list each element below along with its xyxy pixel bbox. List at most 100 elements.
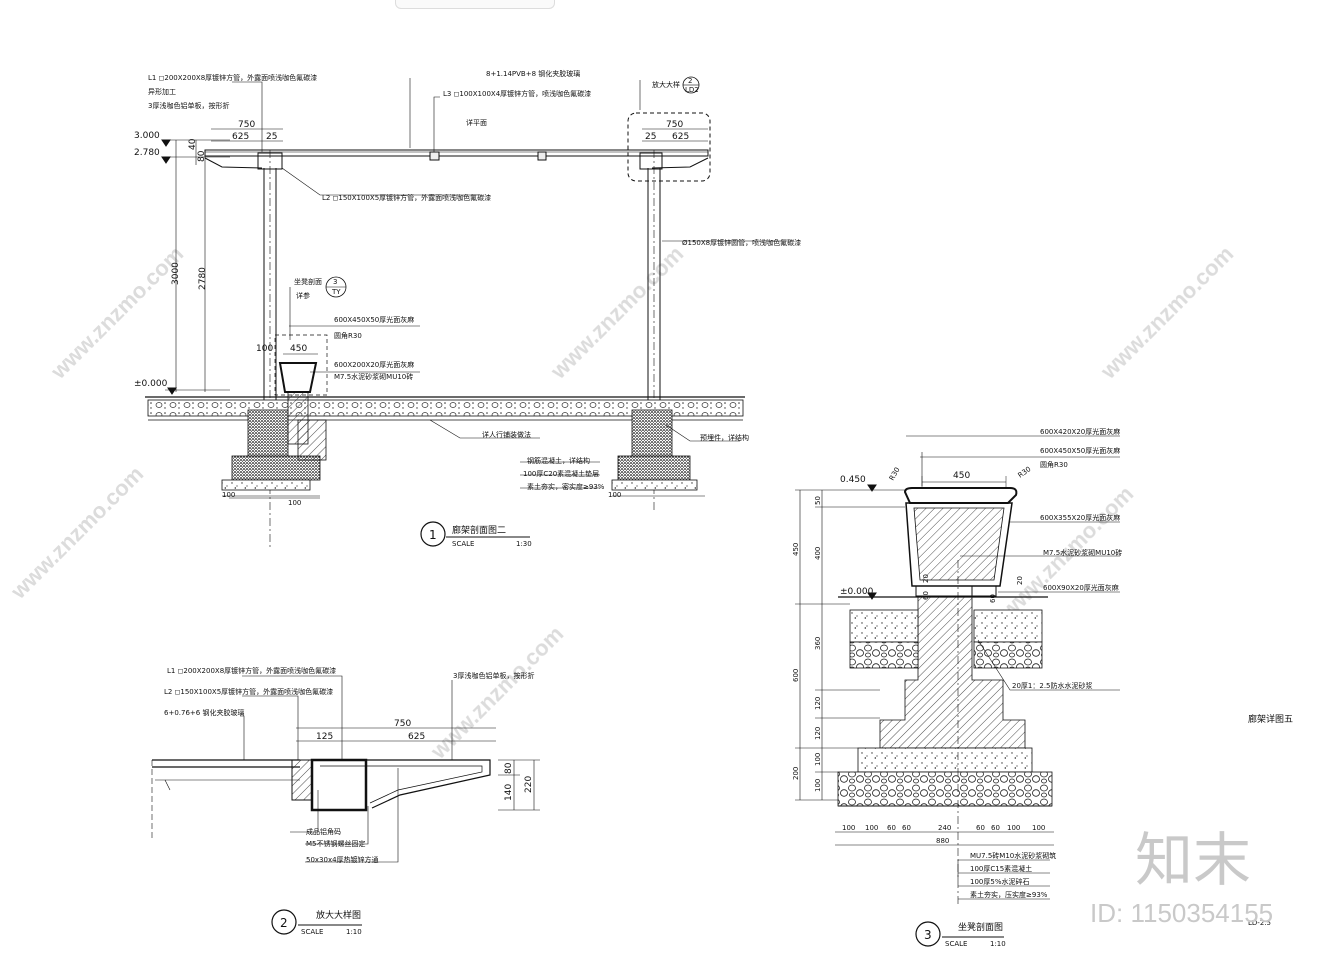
detail-ref-sheet: LD2 <box>685 86 699 94</box>
detail-ref-num: 2 <box>688 77 692 85</box>
s2-dim-625: 625 <box>408 732 425 742</box>
watermark-text: www.znzmo.com <box>45 241 188 384</box>
title-1-number: 1 <box>429 528 437 542</box>
title-block-2: 2 放大大样图 SCALE 1:10 <box>271 909 362 936</box>
note-round1: 圆角R30 <box>334 331 362 340</box>
dim-25-right: 25 <box>645 132 656 142</box>
note-plate: 3厚浅咖色铝单板，按形折 <box>148 101 229 110</box>
s2-dim-140: 140 <box>504 784 514 801</box>
title-3-name: 坐凳剖面图 <box>958 921 1003 933</box>
s3-dim-b60b: 60 <box>902 824 911 832</box>
note-soil: 素土夯实，密实度≥93% <box>527 482 605 491</box>
s2-dim-750: 750 <box>394 719 411 729</box>
note-stone1: 600X450X50厚光面灰麻 <box>334 315 414 324</box>
title-3-scale: 1:10 <box>990 940 1006 948</box>
s2-note-rivet: 成品铝角码 <box>306 827 341 836</box>
note-c20: 100厚C20素混凝土垫层 <box>523 469 599 478</box>
section-1-pergola <box>145 76 790 548</box>
dim-3000: 3000 <box>171 262 181 285</box>
note-glass: 8+1.14PVB+8 钢化夹胶玻璃 <box>486 69 580 78</box>
bench-core <box>913 507 1005 581</box>
note-plan-ref: 详平面 <box>466 118 487 127</box>
brand-id: ID: 1150354155 <box>1090 898 1273 928</box>
note-rc: 钢筋混凝土，详结构 <box>527 456 590 465</box>
s3-note-1: 600X420X20厚光面灰麻 <box>1040 427 1120 436</box>
note-paving: 详人行铺装做法 <box>482 430 531 439</box>
s3-dim-60a: 60 <box>922 591 930 600</box>
s2-dim-125: 125 <box>316 732 333 742</box>
sheet-number: LD-2.5 <box>1248 919 1271 927</box>
dim-450: 450 <box>290 344 307 354</box>
s3-dim-120b: 120 <box>814 727 822 740</box>
title-2-number: 2 <box>280 916 288 930</box>
s2-note-glass: 6+0.76+6 钢化夹胶玻璃 <box>164 708 244 717</box>
dim-100-bench: 100 <box>256 344 273 354</box>
beam-l1-right <box>639 152 663 170</box>
dim-100-footing-a: 100 <box>222 491 235 499</box>
note-l3: L3 ◻100X100X4厚镀锌方管，喷浅咖色氟碳漆 <box>443 89 591 98</box>
section-3-bench <box>795 435 1120 905</box>
title-1-name: 廊架剖面图二 <box>452 524 506 536</box>
s3-note-2: 600X450X50厚光面灰麻 <box>1040 446 1120 455</box>
s3-note-4: M7.5水泥砂浆砌MU10砖 <box>1043 548 1122 557</box>
note-embed: 预埋件，详结构 <box>700 433 749 442</box>
s3-level-0450: 0.450 <box>840 475 866 485</box>
s2-note-screw: M5不锈钢螺丝固定 <box>306 839 366 848</box>
note-mortar1: M7.5水泥砂浆砌MU10砖 <box>334 372 413 381</box>
title-3-number: 3 <box>924 928 932 942</box>
s3-base-2: 100厚C15素混凝土 <box>970 864 1032 873</box>
s3-dim-b60d: 60 <box>991 824 1000 832</box>
c15-base <box>857 747 1033 773</box>
dim-40: 40 <box>188 138 198 150</box>
section-1-labels: L1 ◻200X200X8厚镀锌方管，外露面喷浅咖色氟碳漆 异形加工 3厚浅咖色… <box>134 69 801 507</box>
s3-dim-360: 360 <box>814 637 822 650</box>
title-2-scale-label: SCALE <box>301 928 323 936</box>
gravel-base <box>837 771 1053 807</box>
note-post: Ø150X8厚镀锌圆管，喷浅咖色氟碳漆 <box>682 238 801 247</box>
s3-dim-100a: 100 <box>814 753 822 766</box>
s3-dim-b100b: 100 <box>865 824 878 832</box>
dim-100-footing-c: 100 <box>608 491 621 499</box>
level-0: ±0.000 <box>134 379 168 389</box>
s3-dim-450: 450 <box>792 543 800 556</box>
cantilever-plate <box>312 759 491 809</box>
title-1-scale-label: SCALE <box>452 540 474 548</box>
side-title: 廊架详图五 <box>1248 713 1293 725</box>
note-detail-ref: 放大大样 <box>652 80 680 89</box>
watermark-text: www.znzmo.com <box>545 241 688 384</box>
s2-note-tube: 50x30x4厚热镀锌方通 <box>306 855 379 864</box>
section-2-labels: L1 ◻200X200X8厚镀锌方管，外露面喷浅咖色氟碳漆 L2 ◻150X10… <box>164 666 534 864</box>
title-block-3: 3 坐凳剖面图 SCALE 1:10 <box>915 921 1006 948</box>
s2-note-plate: 3厚浅咖色铝单板，按形折 <box>453 671 534 680</box>
s2-dim-220: 220 <box>524 776 534 793</box>
title-3-scale-label: SCALE <box>945 940 967 948</box>
section-2-detail <box>151 675 540 863</box>
s2-dim-80: 80 <box>504 762 514 774</box>
s3-dim-120a: 120 <box>814 697 822 710</box>
cantilever-right <box>651 157 709 169</box>
watermark-text: www.znzmo.com <box>425 621 568 764</box>
s3-dim-b100c: 100 <box>1007 824 1020 832</box>
s3-dim-top-450: 450 <box>953 471 970 481</box>
s3-dim-50: 50 <box>814 496 822 505</box>
s3-dim-b880: 880 <box>936 837 949 845</box>
level-3000: 3.000 <box>134 131 160 141</box>
footing-left-top <box>247 409 289 459</box>
seat-ref-num: 3 <box>333 278 337 286</box>
seat-ref-sheet: TY <box>331 288 341 296</box>
dim-25-left: 25 <box>266 132 277 142</box>
s3-r30-left: R30 <box>888 466 902 482</box>
level-2780: 2.780 <box>134 148 160 158</box>
s3-level-0: ±0.000 <box>840 587 874 597</box>
cantilever-left <box>204 157 263 169</box>
s3-base-3: 100厚5%水泥碎石 <box>970 877 1029 886</box>
s3-base-4: 素土夯实，压实度≥93% <box>970 890 1048 899</box>
dim-750-right: 750 <box>666 120 683 130</box>
title-2-name: 放大大样图 <box>316 909 361 921</box>
dim-100-footing-b: 100 <box>288 499 301 507</box>
s3-note-6: 20厚1：2.5防水水泥砂浆 <box>1012 681 1093 690</box>
s3-dim-400: 400 <box>814 547 822 560</box>
bench-top-stone <box>278 362 318 393</box>
title-2-scale: 1:10 <box>346 928 362 936</box>
